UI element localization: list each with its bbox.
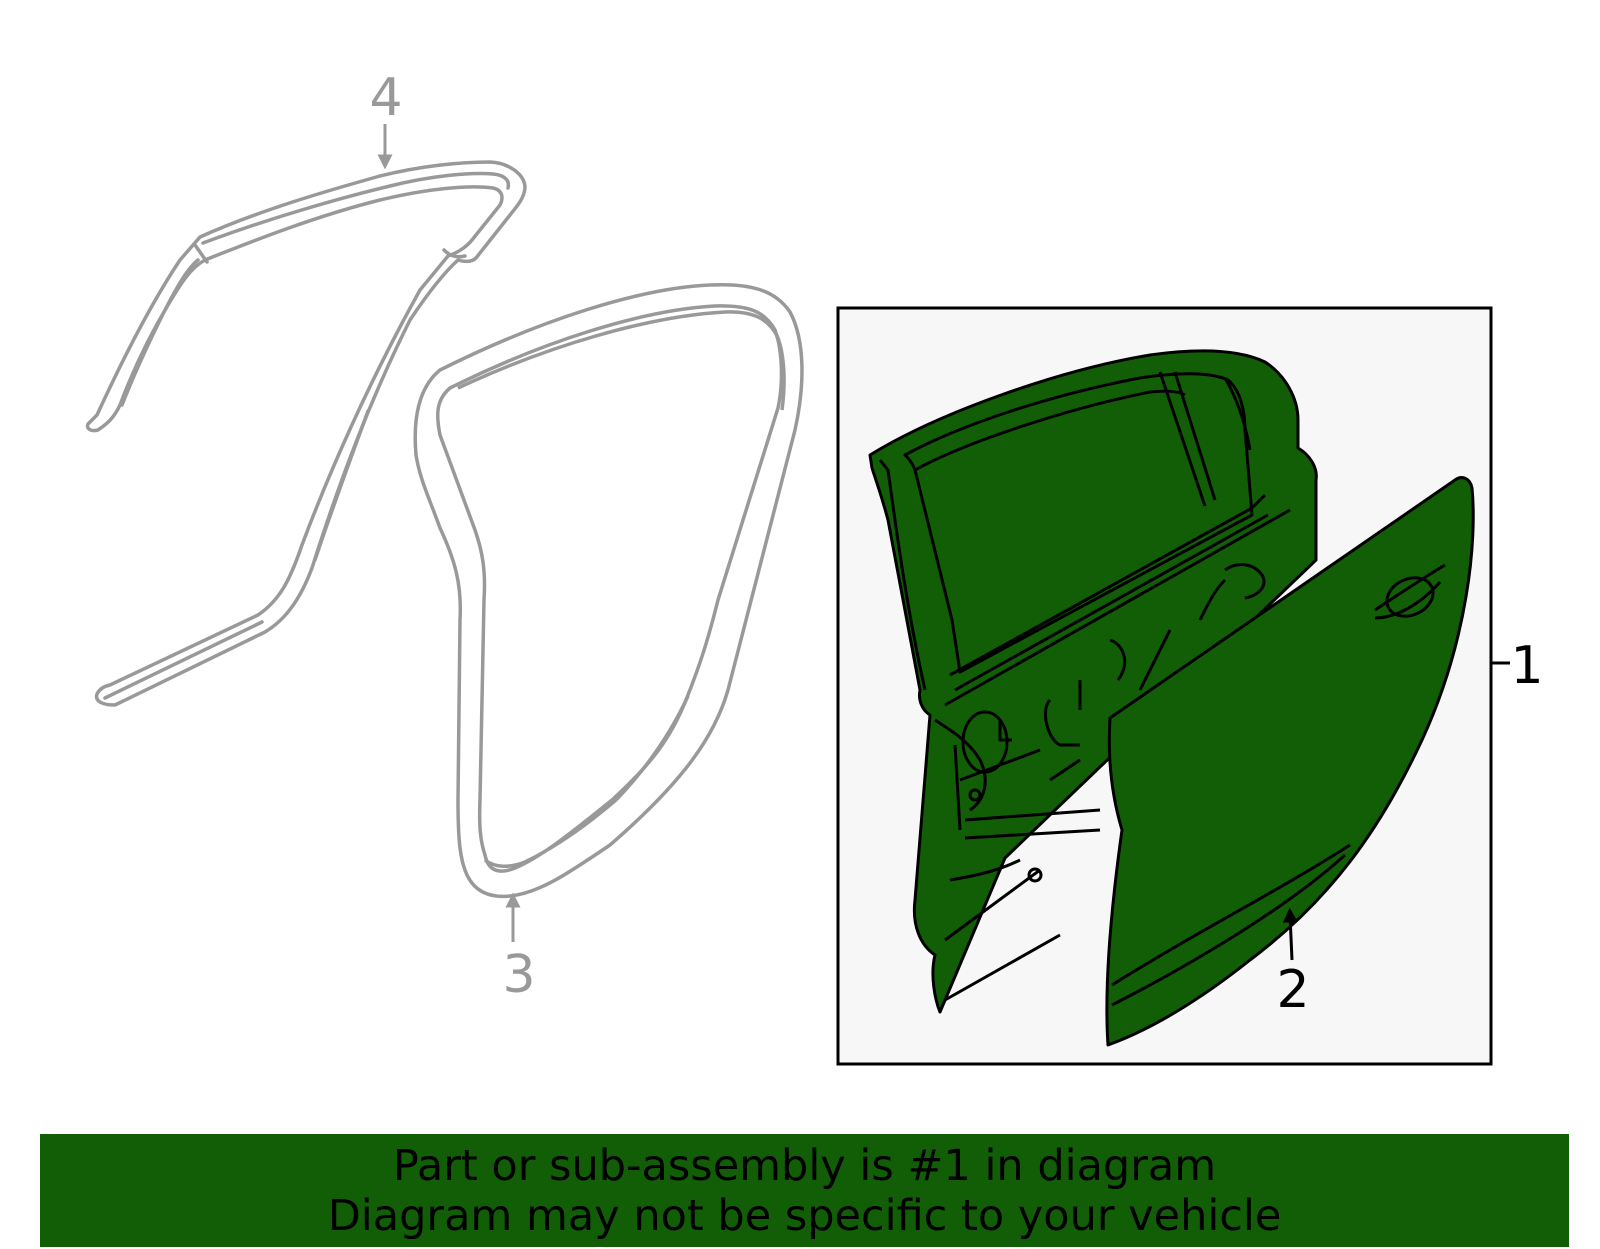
part-4-weatherstrip: [85, 160, 527, 707]
callout-3-label: 3: [502, 945, 535, 1005]
banner-line-2: Diagram may not be specific to your vehi…: [327, 1190, 1282, 1241]
callout-2-label: 2: [1276, 960, 1309, 1020]
banner-line-1: Part or sub-assembly is #1 in diagram: [392, 1140, 1217, 1191]
disclaimer-banner: Part or sub-assembly is #1 in diagram Di…: [40, 1134, 1569, 1247]
callout-2-arrow: [1282, 907, 1298, 961]
callout-4-label: 4: [369, 68, 402, 128]
part-1-door-shell: [868, 349, 1318, 1014]
part-3-door-seal: [413, 282, 804, 899]
part-2-outer-panel: [1105, 476, 1475, 1047]
callout-1-label: 1: [1510, 636, 1543, 696]
